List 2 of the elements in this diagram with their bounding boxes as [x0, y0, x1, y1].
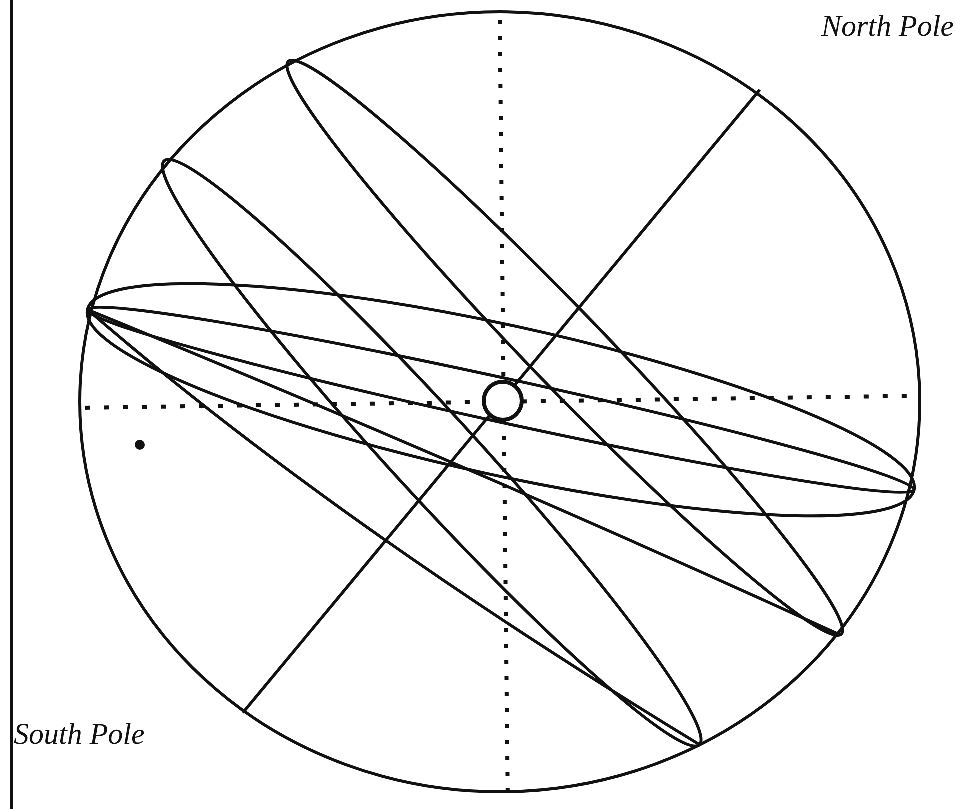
- pole-label: South Pole: [14, 718, 145, 752]
- pole-label: North Pole: [822, 10, 954, 44]
